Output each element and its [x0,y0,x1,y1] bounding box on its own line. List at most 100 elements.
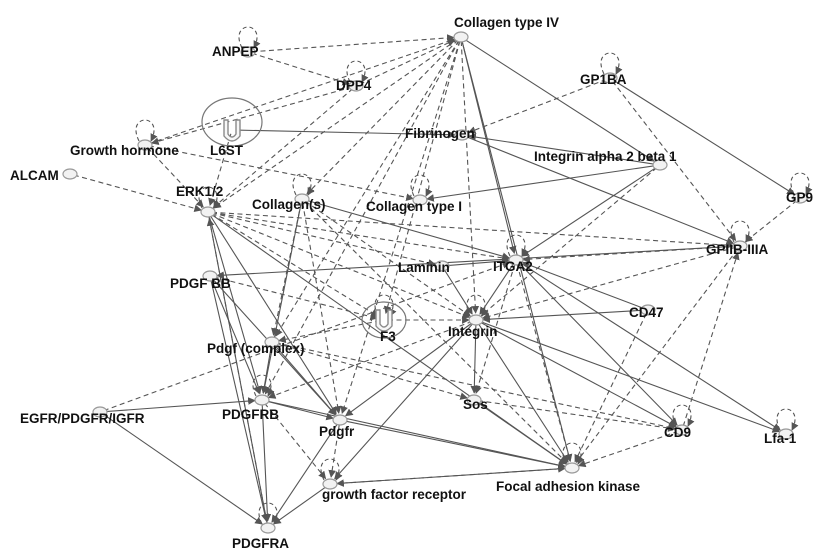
node-label-l6st: L6ST [210,143,244,158]
node-label-cd47: CD47 [629,305,664,320]
node-label-pdgfcomplex: Pdgf (complex) [207,341,305,356]
edge-pdgfrb-to-gfr [264,402,327,480]
node-label-fibrinogen: Fibrinogen [405,126,475,141]
edge-pdgfrb-to-pdgfra [261,403,272,522]
edge-pdgfbb-to-f3 [213,276,378,321]
node-label-gp9: GP9 [786,190,813,205]
edge-pdgfra-to-erk12 [206,218,268,525]
self-loop-gfr [320,458,343,481]
self-loop-fak [562,442,585,465]
node-gpiibiiia[interactable] [732,240,748,252]
edge-pdgfr-to-pdgfra [271,423,339,523]
node-pdgfr[interactable] [332,414,348,426]
ligand-node-l6st[interactable] [201,97,263,147]
node-gp1ba[interactable] [602,72,618,84]
edge-collagen4-to-collagens [306,39,459,195]
node-collagens[interactable] [294,193,310,205]
node-collagen4[interactable] [453,31,469,43]
node-laminin[interactable] [434,260,450,272]
node-label-pdgfrb: PDGFRB [222,407,279,422]
edge-pdgfrb-to-fak [265,400,566,469]
node-pdgfra[interactable] [260,522,276,534]
node-dpp4[interactable] [348,80,364,92]
edge-integrina2b1-to-itga2 [521,166,657,257]
edge-pdgfbb-to-pdgfra [210,279,269,522]
node-label-itga2: ITGA2 [493,259,533,274]
edge-erk12-to-pdgfr [209,215,337,415]
node-fibrinogen[interactable] [454,129,470,141]
node-pdgfrb[interactable] [254,394,270,406]
node-cd9[interactable] [674,424,690,436]
ligand-node-f3[interactable] [361,301,407,339]
self-loop-growthhormone [135,119,158,142]
edge-itga2-to-sos [474,263,516,395]
self-loop-lfa1 [776,408,799,431]
self-loop-pdgfra [258,502,281,525]
node-growthhormone[interactable] [137,139,153,151]
self-loop-f3 [374,294,397,317]
node-erk12[interactable] [200,206,216,218]
node-integrin[interactable] [468,314,484,326]
node-pdgfbb[interactable] [202,270,218,282]
node-gp9[interactable] [792,192,808,204]
node-integrina2b1[interactable] [652,159,668,171]
edge-collagen4-to-pdgfcomplex [275,40,460,337]
node-label-pdgfra: PDGFRA [232,536,289,548]
node-label-erk12: ERK1/2 [176,184,223,199]
edge-pdgfbb-to-pdgfrb [211,279,261,395]
edge-sos-to-cd9 [477,400,676,432]
edge-collagens-to-integrin [304,200,471,317]
node-egfr[interactable] [92,406,108,418]
node-label-collagen4: Collagen type IV [454,15,559,30]
node-lfa1[interactable] [778,428,794,440]
edge-cd47-to-itga2 [521,261,645,310]
edge-egfr-to-pdgfra [102,413,263,525]
edge-anpep-to-dpp4 [251,52,351,86]
node-collagen1[interactable] [412,194,428,206]
node-anpep[interactable] [240,46,256,58]
edge-sos-to-fak [476,401,567,465]
edge-itga2-to-lfa1 [519,261,781,431]
edge-pdgfr-to-fak [343,420,566,469]
edge-erk12-to-f3 [211,213,379,317]
node-label-alcam: ALCAM [10,168,59,183]
edge-egfr-to-itga2 [103,261,511,412]
edge-pdgfcomplex-to-sos [275,342,469,400]
node-fak[interactable] [564,462,580,474]
edge-dpp4-to-collagen4 [359,39,456,85]
node-cd47[interactable] [640,304,656,316]
node-label-collagens: Collagen(s) [252,197,326,212]
node-label-gfr: growth factor receptor [322,487,467,502]
edge-gp1ba-to-fibrinogen [467,78,607,134]
self-loop-collagens [292,173,315,196]
node-alcam[interactable] [62,168,78,180]
edge-gpiibiiia-to-integrin [481,246,737,320]
node-pdgfcomplex[interactable] [264,336,280,348]
node-label-egfr: EGFR/PDGFR/IGFR [20,411,145,426]
edge-collagen4-to-erk12 [213,38,459,209]
edge-integrin-to-cd9 [479,321,677,428]
edge-l6st-to-fibrinogen [235,129,456,139]
edge-pdgfcomplex-to-pdgfr [274,344,336,416]
edge-gpiibiiia-to-fak [575,248,739,464]
edge-integrina2b1-to-collagen1 [426,165,657,202]
edge-pdgfr-to-gfr [328,423,340,478]
edge-growthhormone-to-collagen4 [148,37,456,145]
self-loop-pdgfrb [252,374,275,397]
edge-dpp4-to-growthhormone [150,86,353,145]
edge-pdgfcomplex-to-pdgfrb [260,345,272,394]
edge-fibrinogen-to-gpiibiiia [465,135,735,245]
edge-integrin-to-pdgfrb [267,320,473,399]
edge-integrin-to-gfr [334,322,474,480]
self-loop-itga2 [506,234,529,257]
edge-collagen4-to-pdgfr [340,40,461,415]
node-itga2[interactable] [508,254,524,266]
edge-integrin-to-sos [470,323,479,394]
node-sos[interactable] [466,394,482,406]
self-loop-cd9 [672,404,695,427]
edge-pdgfcomplex-to-cd9 [275,342,676,431]
node-gfr[interactable] [322,478,338,490]
